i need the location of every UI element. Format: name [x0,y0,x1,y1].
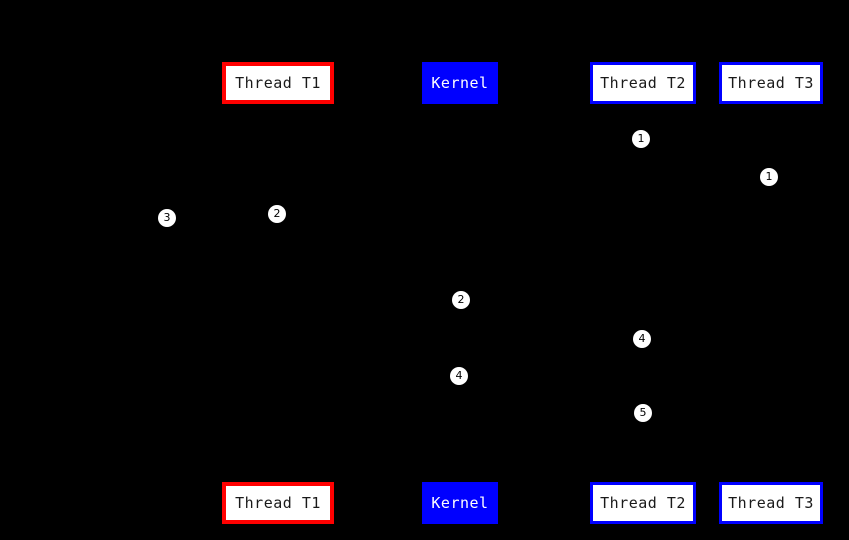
participant-label: Thread T3 [728,73,814,92]
participant-top-t1[interactable]: Thread T1 [222,62,334,104]
participant-bottom-kernel[interactable]: Kernel [422,482,498,524]
participant-label: Kernel [431,73,489,92]
participant-top-kernel[interactable]: Kernel [422,62,498,104]
step-badge: 1 [632,130,650,148]
lifeline-t2 [643,104,644,482]
step-badge: 1 [760,168,778,186]
participant-top-t2[interactable]: Thread T2 [590,62,696,104]
lifeline-t1 [278,104,279,482]
participant-label: Thread T1 [235,73,321,92]
lifeline-t3 [771,104,772,482]
participant-top-t3[interactable]: Thread T3 [719,62,823,104]
step-badge: 2 [452,291,470,309]
participant-label: Thread T2 [600,493,686,512]
participant-bottom-t3[interactable]: Thread T3 [719,482,823,524]
step-badge: 5 [634,404,652,422]
participant-label: Thread T2 [600,73,686,92]
participant-bottom-t2[interactable]: Thread T2 [590,482,696,524]
step-badge: 4 [633,330,651,348]
participant-label: Thread T1 [235,493,321,512]
step-badge: 2 [268,205,286,223]
step-badge: 3 [158,209,176,227]
step-badge: 4 [450,367,468,385]
participant-label: Kernel [431,493,489,512]
participant-label: Thread T3 [728,493,814,512]
participant-bottom-t1[interactable]: Thread T1 [222,482,334,524]
